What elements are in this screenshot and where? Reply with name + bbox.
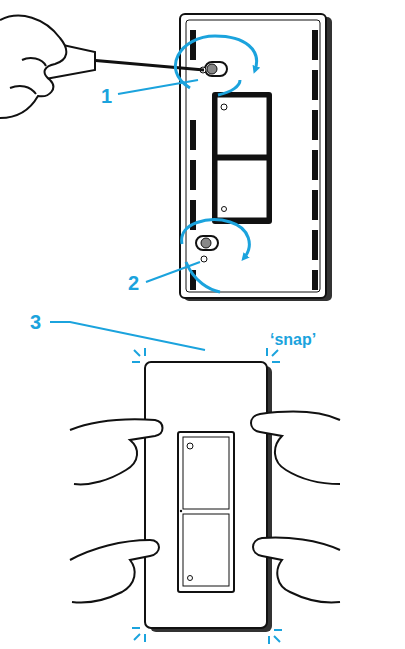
callout-number: 2	[128, 273, 139, 293]
wallplate	[145, 362, 272, 632]
leader-line	[50, 80, 205, 350]
snap-note: ‘snap’	[270, 332, 316, 348]
hands	[70, 412, 340, 603]
rotation-arrows	[175, 36, 256, 292]
snap-ticks	[132, 348, 282, 644]
screwdriver-hand	[0, 16, 204, 118]
callout-number: 3	[30, 312, 41, 332]
callout-number: 1	[101, 86, 112, 106]
